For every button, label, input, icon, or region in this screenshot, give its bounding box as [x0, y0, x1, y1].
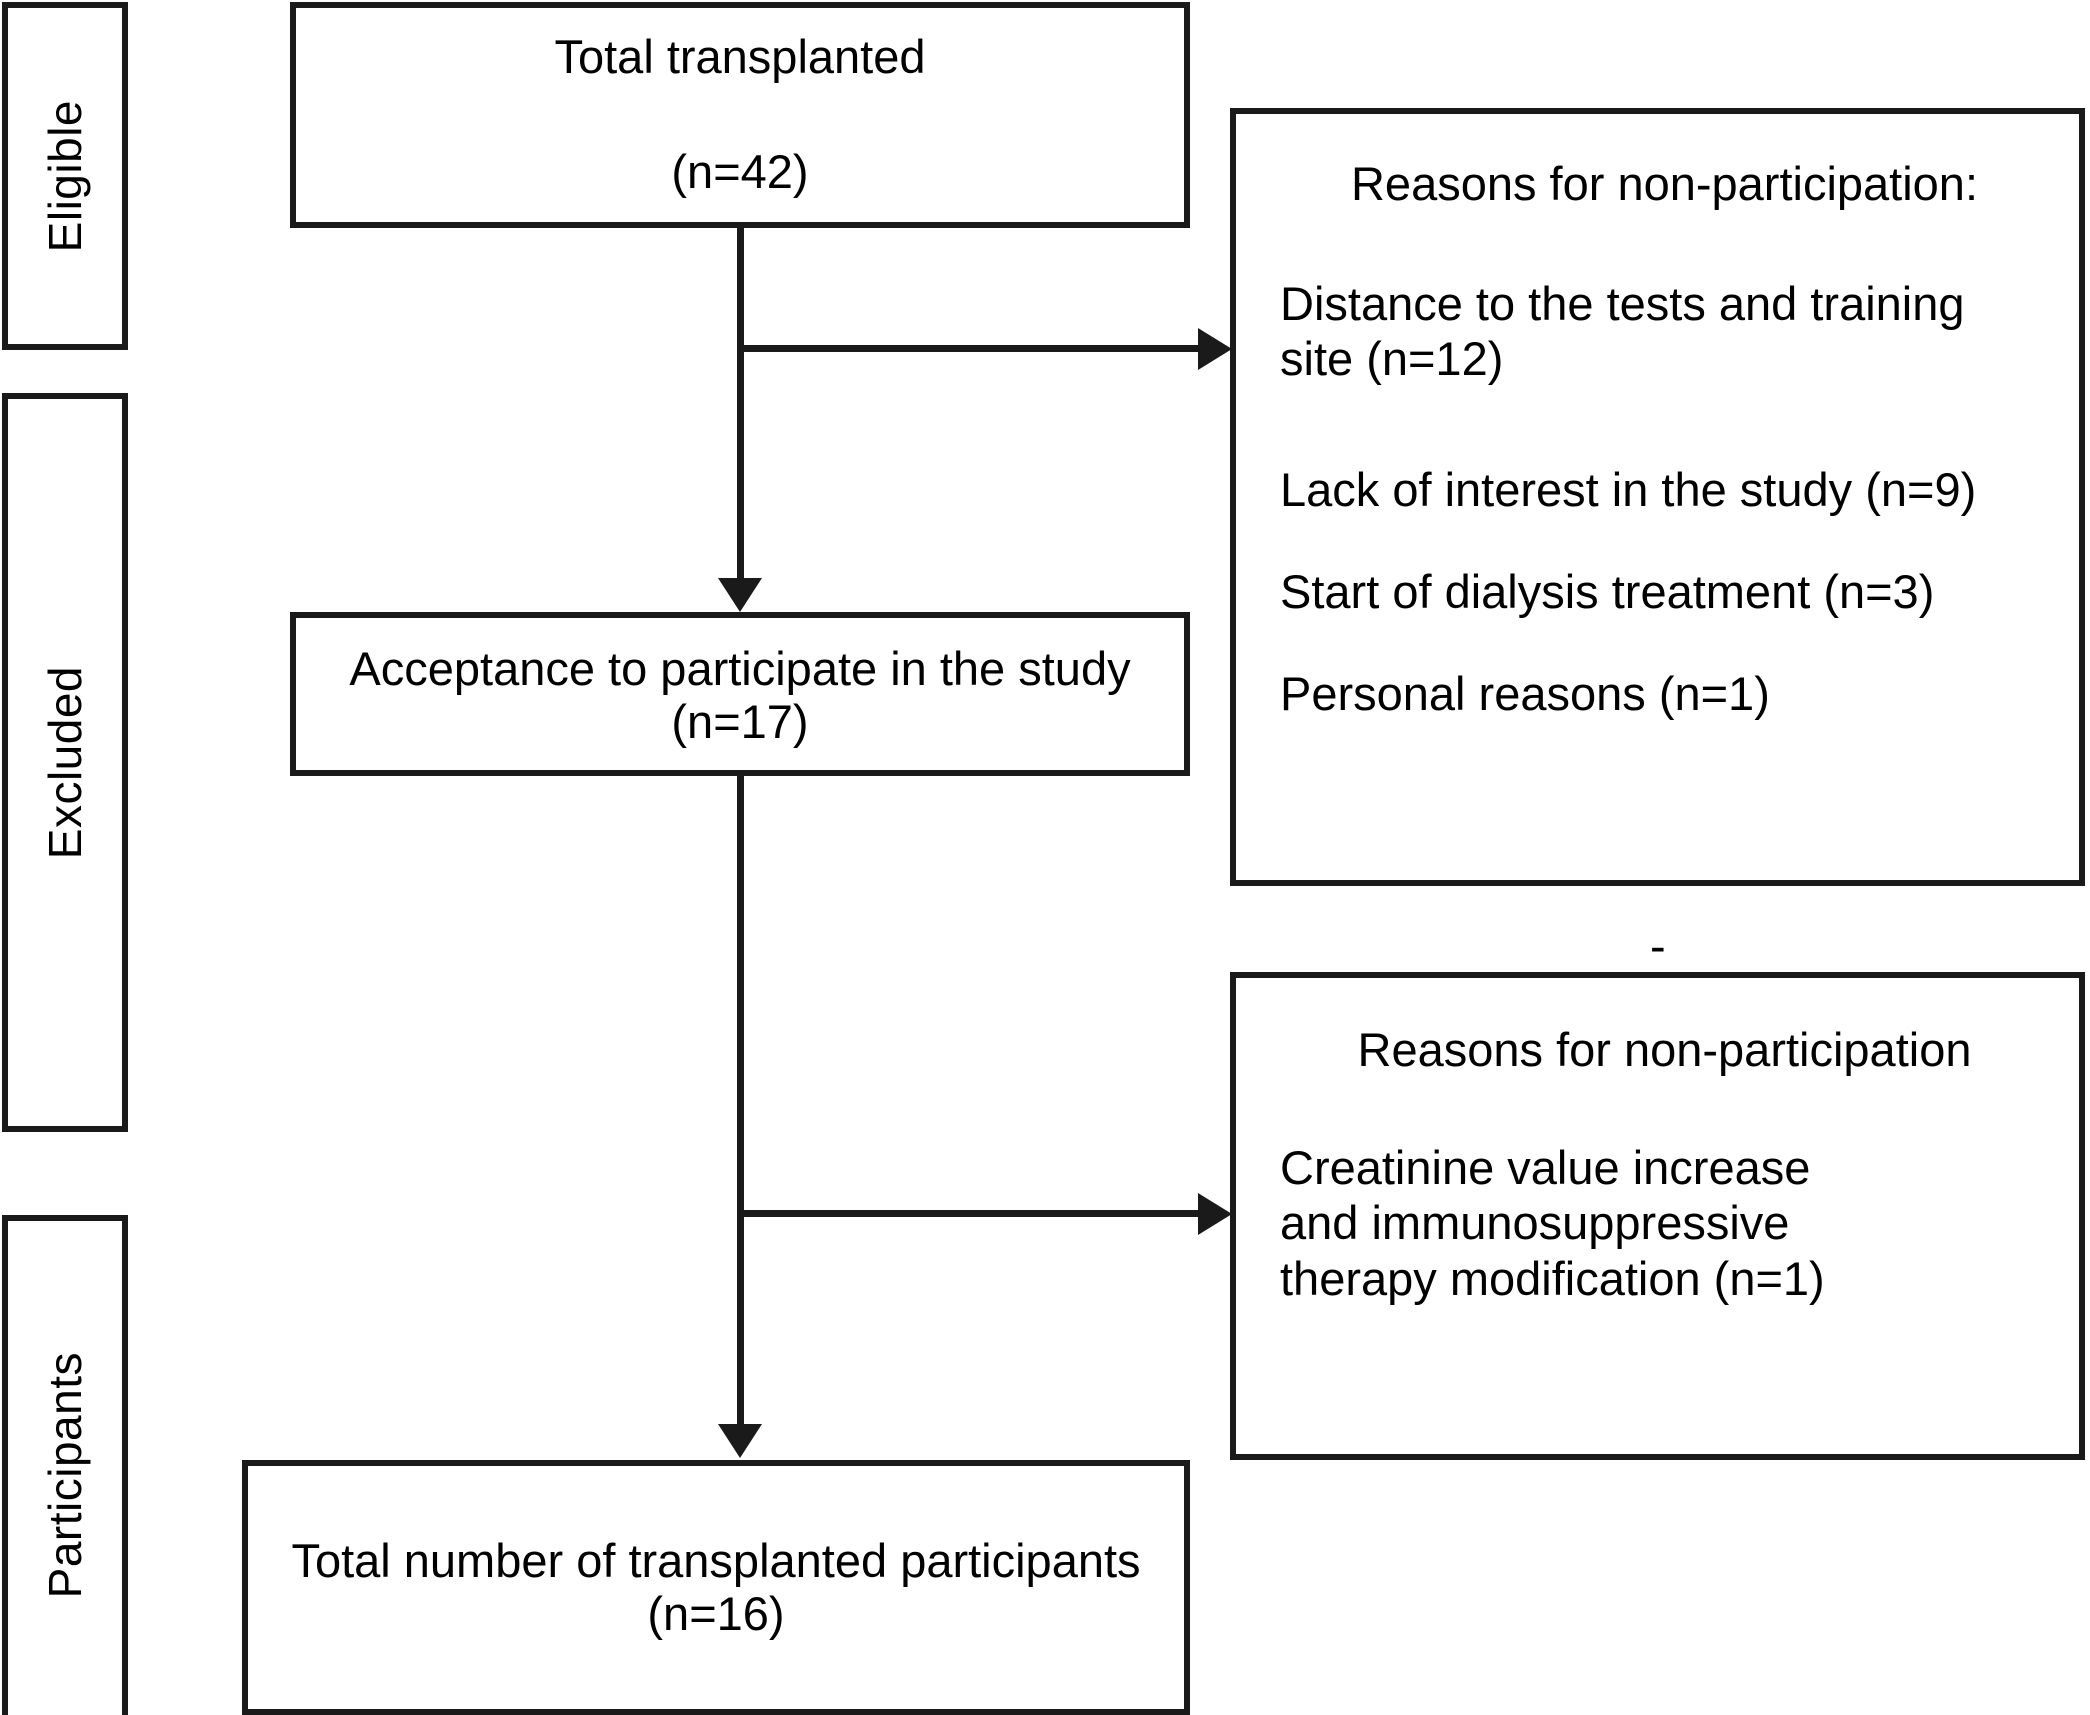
stage-box-eligible: Eligible	[2, 2, 128, 350]
exclusion-reason-item: Personal reasons (n=1)	[1280, 667, 1770, 720]
node-total-participants-count: (n=16)	[647, 1586, 785, 1640]
edge-total-to-exclusion-1	[740, 345, 1202, 352]
stage-box-excluded: Excluded	[2, 393, 128, 1132]
arrowhead-down-participants	[718, 1424, 762, 1458]
node-acceptance: Acceptance to participate in the study (…	[290, 612, 1190, 776]
edge-total-to-acceptance	[737, 228, 744, 580]
exclusion-box-2-title: Reasons for non-participation	[1357, 1023, 1972, 1076]
exclusion-box-non-participation-1: Reasons for non-participation: Distance …	[1230, 108, 2085, 886]
exclusion-reason-item: Creatinine value increase and immunosupp…	[1280, 1141, 1825, 1305]
exclusion-box-non-participation-2: Reasons for non-participation Creatinine…	[1230, 972, 2085, 1460]
edge-acceptance-to-participants	[737, 776, 744, 1428]
node-total-transplanted-count: (n=42)	[671, 145, 809, 198]
stage-label-participants: Participants	[39, 1351, 91, 1599]
node-acceptance-title: Acceptance to participate in the study	[349, 642, 1131, 696]
node-total-participants-title: Total number of transplanted participant…	[291, 1533, 1141, 1587]
node-total-participants: Total number of transplanted participant…	[242, 1460, 1190, 1715]
node-total-transplanted-title: Total transplanted	[554, 30, 926, 84]
arrowhead-down-acceptance	[718, 578, 762, 612]
node-acceptance-count: (n=17)	[671, 695, 809, 748]
node-total-transplanted: Total transplanted (n=42)	[290, 2, 1190, 228]
stage-box-participants: Participants	[2, 1215, 128, 1715]
exclusion-reason-item: Start of dialysis treatment (n=3)	[1280, 565, 1935, 618]
edge-acceptance-to-exclusion-2	[740, 1210, 1202, 1217]
exclusion-box-1-title: Reasons for non-participation:	[1350, 157, 1979, 210]
stray-hyphen-mark: -	[1650, 919, 1666, 972]
exclusion-reason-item: Lack of interest in the study (n=9)	[1280, 463, 1977, 516]
arrowhead-right-exclusion-2	[1198, 1193, 1232, 1235]
arrowhead-right-exclusion-1	[1198, 328, 1232, 370]
stage-label-excluded: Excluded	[39, 665, 91, 860]
stage-label-eligible: Eligible	[39, 99, 91, 253]
exclusion-reason-item: Distance to the tests and training site …	[1280, 277, 1965, 386]
